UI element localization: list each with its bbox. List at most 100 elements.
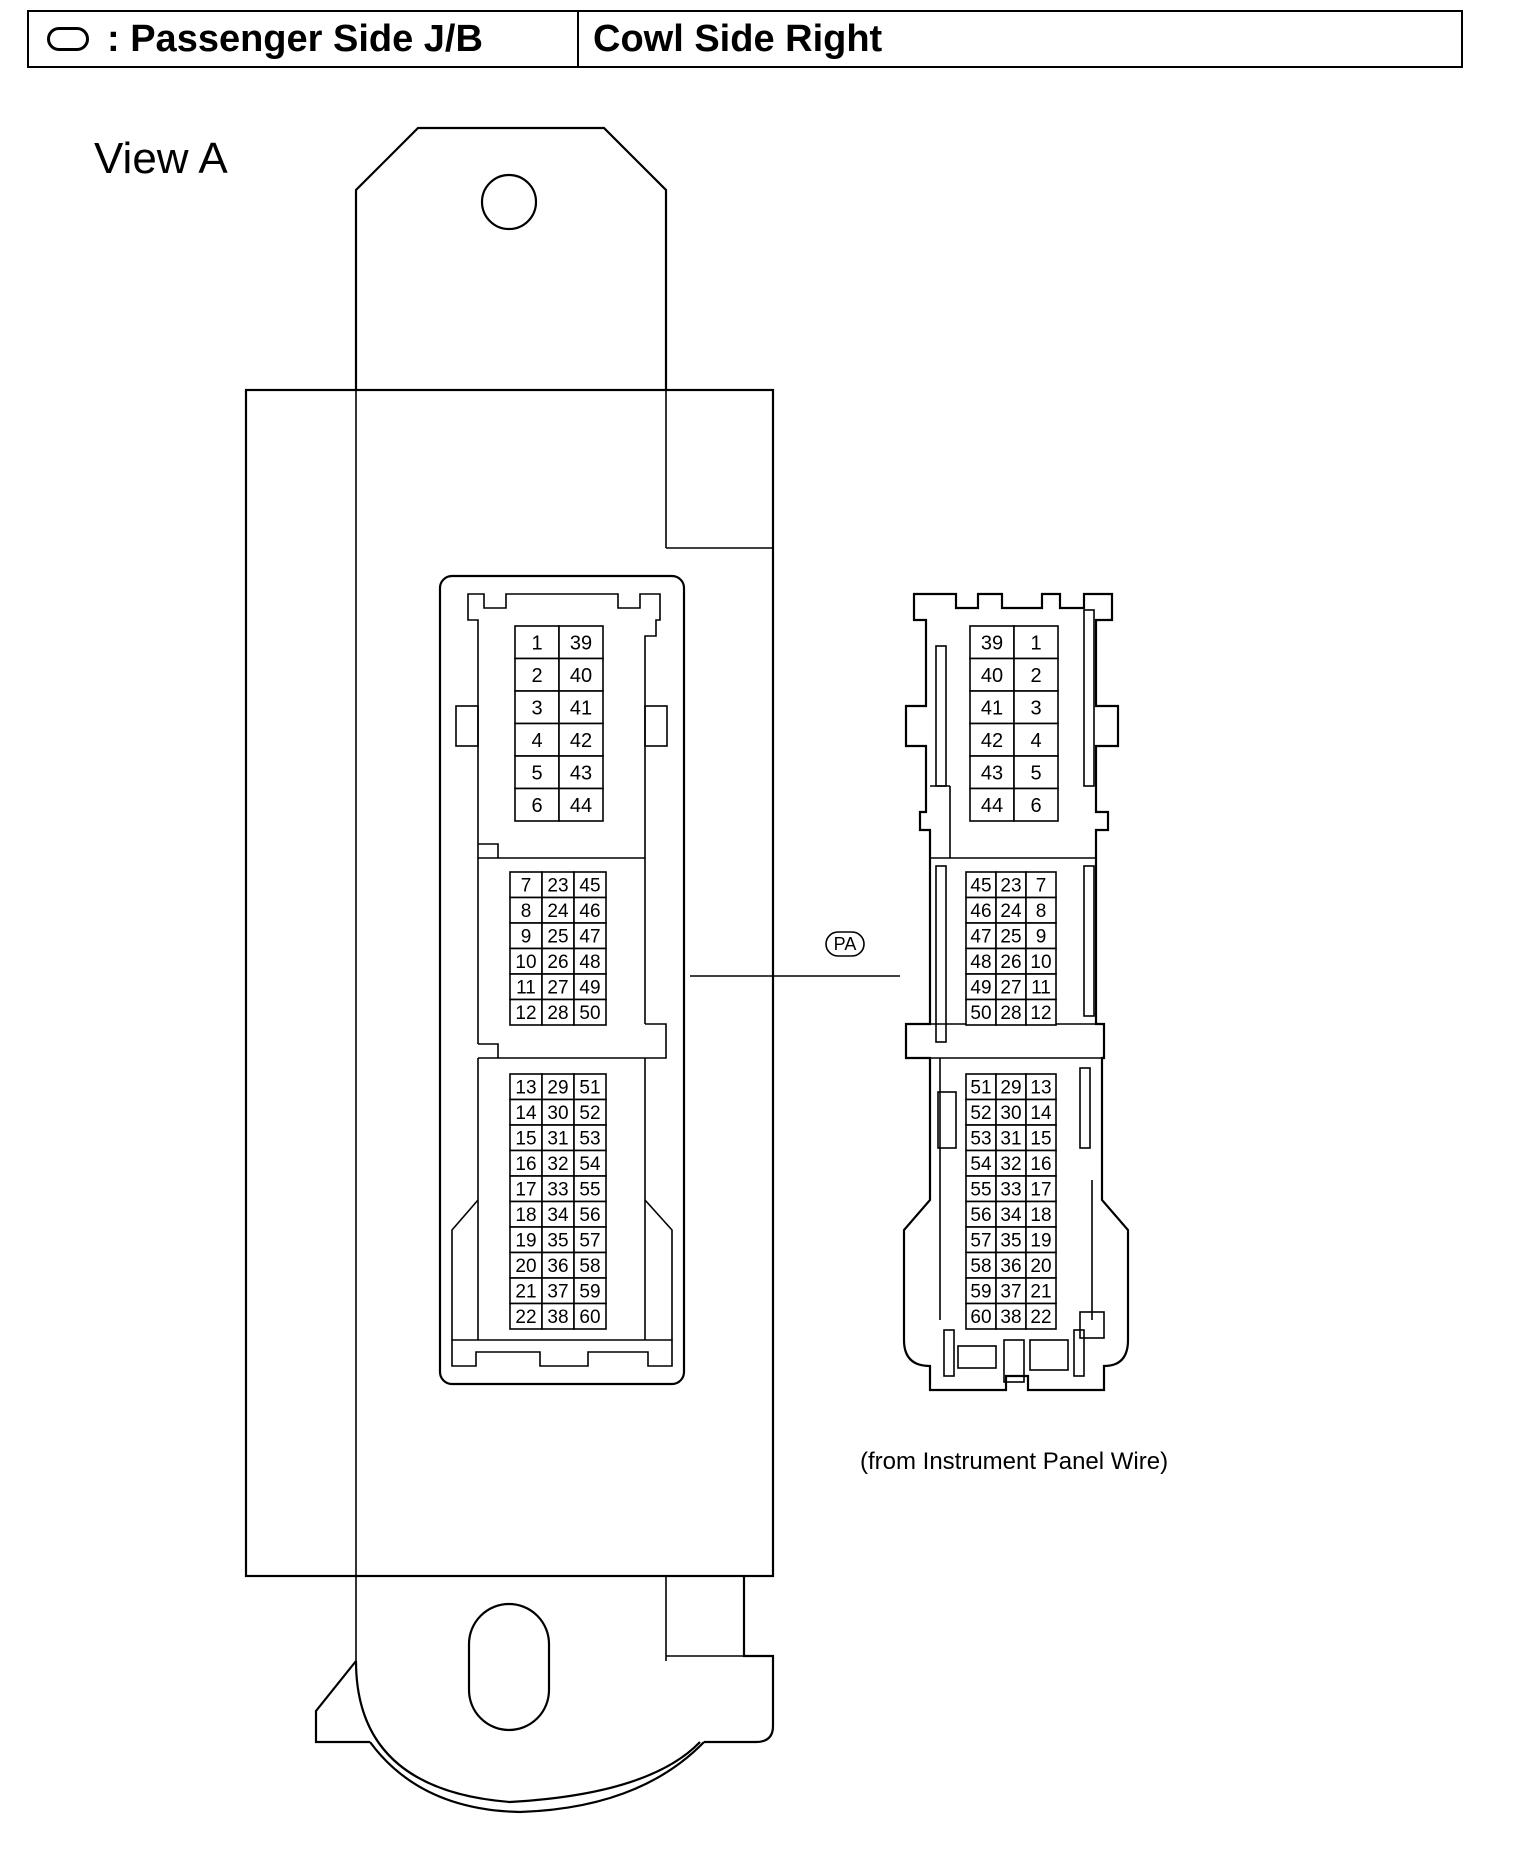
pin-number: 12 bbox=[1030, 1003, 1051, 1024]
pin-number: 6 bbox=[531, 795, 542, 817]
pin-cell bbox=[558, 657, 604, 692]
pin-number: 19 bbox=[1030, 1230, 1051, 1251]
connector-caption: (from Instrument Panel Wire) bbox=[860, 1448, 1169, 1475]
pin-number: 57 bbox=[579, 1230, 600, 1251]
pin-number: 11 bbox=[516, 977, 536, 998]
pin-number: 30 bbox=[547, 1103, 568, 1124]
pin-number: 42 bbox=[981, 730, 1003, 752]
pin-number: 23 bbox=[1000, 875, 1021, 896]
pin-number: 24 bbox=[1000, 901, 1022, 922]
pin-number: 34 bbox=[1000, 1205, 1022, 1226]
pin-cell bbox=[541, 998, 575, 1026]
pin-number: 14 bbox=[515, 1103, 537, 1124]
pin-number: 40 bbox=[570, 665, 592, 687]
pin-number: 20 bbox=[1030, 1256, 1051, 1277]
pin-cell bbox=[573, 947, 607, 975]
pin-cell bbox=[541, 1251, 575, 1279]
pin-number: 10 bbox=[1030, 952, 1051, 973]
pin-number: 24 bbox=[547, 901, 569, 922]
pin-cell bbox=[995, 1175, 1027, 1203]
pin-cell bbox=[573, 1098, 607, 1126]
pin-number: 46 bbox=[579, 901, 600, 922]
pin-cell bbox=[514, 787, 560, 822]
pin-number: 5 bbox=[1030, 762, 1041, 784]
pin-number: 25 bbox=[1000, 926, 1021, 947]
pin-cell bbox=[965, 1175, 997, 1203]
pin-number: 39 bbox=[981, 632, 1003, 654]
pin-number: 50 bbox=[579, 1003, 600, 1024]
pin-cell bbox=[1025, 998, 1057, 1026]
pin-number: 15 bbox=[1030, 1128, 1051, 1149]
pin-cell bbox=[509, 1251, 543, 1279]
pin-number: 36 bbox=[1000, 1256, 1021, 1277]
jb-connector-housing bbox=[438, 574, 686, 1386]
pin-cell bbox=[573, 1073, 607, 1101]
pin-number: 38 bbox=[1000, 1307, 1021, 1328]
pin-cell bbox=[558, 690, 604, 725]
pin-number: 58 bbox=[970, 1256, 991, 1277]
pin-number: 13 bbox=[1030, 1077, 1051, 1098]
header-location-cell: Cowl Side Right bbox=[579, 12, 882, 66]
pin-number: 15 bbox=[515, 1128, 536, 1149]
pin-number: 16 bbox=[1030, 1154, 1051, 1175]
pin-cell bbox=[509, 1302, 543, 1330]
pin-cell bbox=[573, 1302, 607, 1330]
jb-lower-pin-block: 1314151617181920212229303132333435363738… bbox=[509, 1073, 607, 1330]
pin-cell bbox=[573, 973, 607, 1001]
pin-number: 21 bbox=[515, 1281, 536, 1302]
jb-connector-pins: 1234563940414243447891011122324252627284… bbox=[509, 625, 607, 1330]
pin-number: 39 bbox=[570, 632, 592, 654]
pin-number: 17 bbox=[515, 1179, 536, 1200]
pin-cell bbox=[969, 755, 1015, 790]
pin-number: 23 bbox=[547, 875, 568, 896]
pin-number: 56 bbox=[579, 1205, 600, 1226]
pin-number: 41 bbox=[570, 697, 592, 719]
pin-number: 27 bbox=[547, 977, 568, 998]
pin-number: 37 bbox=[1000, 1281, 1021, 1302]
pin-cell bbox=[514, 657, 560, 692]
pin-number: 27 bbox=[1000, 977, 1021, 998]
pin-number: 31 bbox=[1000, 1128, 1021, 1149]
pin-number: 38 bbox=[547, 1307, 568, 1328]
pin-number: 49 bbox=[579, 977, 600, 998]
legend-text: : Passenger Side J/B bbox=[107, 17, 483, 60]
pin-number: 44 bbox=[981, 795, 1003, 817]
pin-number: 32 bbox=[547, 1154, 568, 1175]
pin-cell bbox=[514, 625, 560, 660]
pin-number: 56 bbox=[970, 1205, 991, 1226]
pin-number: 37 bbox=[547, 1281, 568, 1302]
pin-number: 22 bbox=[515, 1307, 536, 1328]
pin-number: 18 bbox=[515, 1205, 536, 1226]
pin-number: 6 bbox=[1030, 795, 1041, 817]
pin-cell bbox=[541, 1175, 575, 1203]
pin-number: 47 bbox=[579, 926, 600, 947]
pin-number: 35 bbox=[547, 1230, 568, 1251]
pin-cell bbox=[573, 1251, 607, 1279]
pin-number: 21 bbox=[1030, 1281, 1051, 1302]
pin-number: 59 bbox=[579, 1281, 600, 1302]
pin-number: 45 bbox=[579, 875, 600, 896]
pin-number: 36 bbox=[547, 1256, 568, 1277]
pin-cell bbox=[573, 1124, 607, 1152]
pin-cell bbox=[541, 1098, 575, 1126]
pin-number: 32 bbox=[1000, 1154, 1021, 1175]
pin-number: 8 bbox=[521, 901, 532, 922]
pin-cell bbox=[573, 998, 607, 1026]
pin-cell bbox=[1013, 787, 1059, 822]
pin-number: 34 bbox=[547, 1205, 569, 1226]
pin-number: 4 bbox=[531, 730, 542, 752]
pin-number: 53 bbox=[579, 1128, 600, 1149]
pin-cell bbox=[541, 973, 575, 1001]
pin-number: 18 bbox=[1030, 1205, 1051, 1226]
pin-cell bbox=[541, 1302, 575, 1330]
pin-number: 17 bbox=[1030, 1179, 1051, 1200]
pin-number: 54 bbox=[970, 1154, 992, 1175]
pin-number: 55 bbox=[579, 1179, 600, 1200]
pin-number: 35 bbox=[1000, 1230, 1021, 1251]
pin-number: 29 bbox=[1000, 1077, 1021, 1098]
pin-number: 46 bbox=[970, 901, 991, 922]
